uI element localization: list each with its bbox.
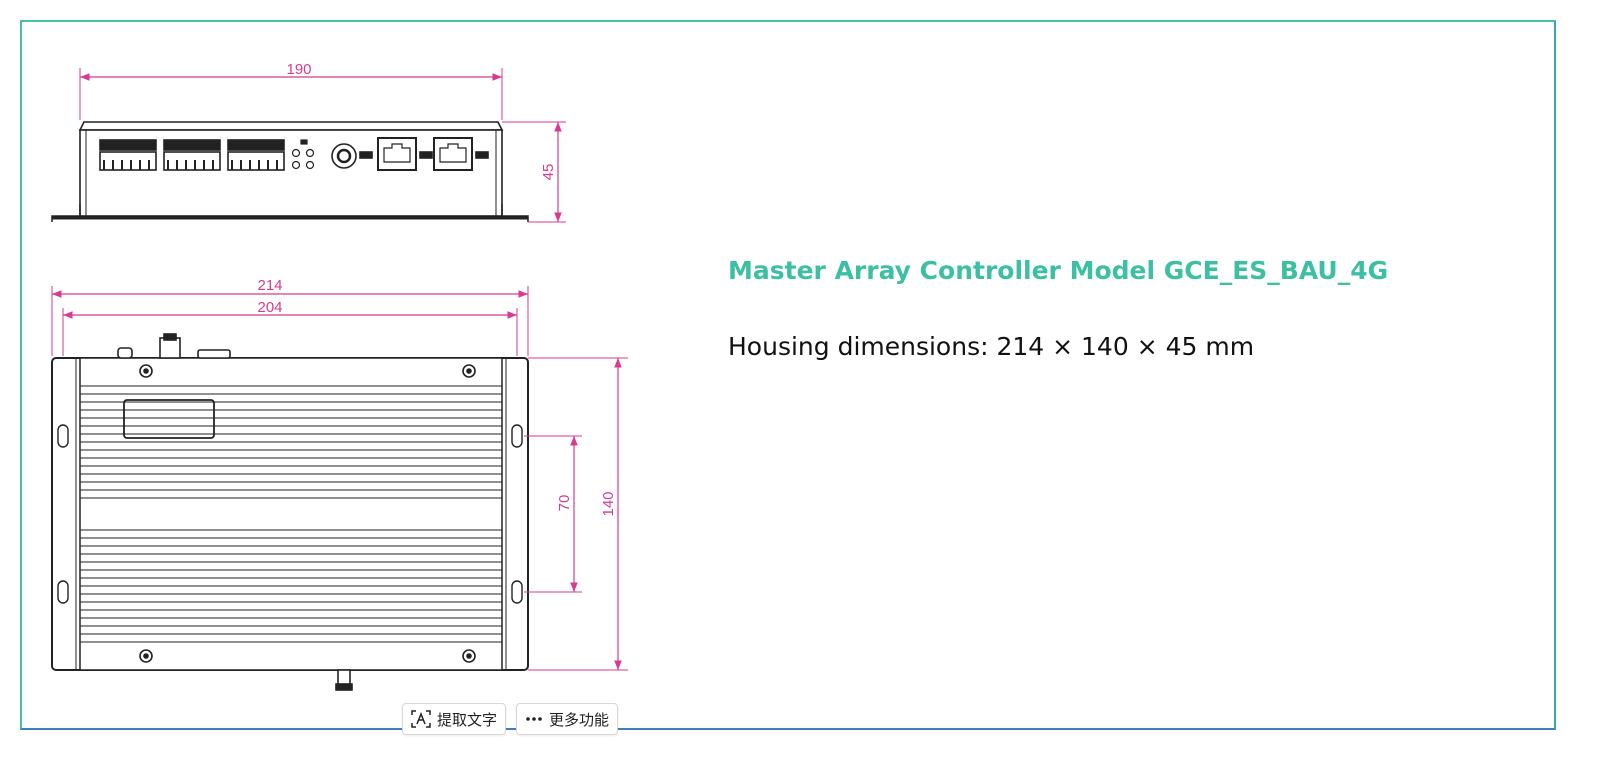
extract-text-label: 提取文字 [437,710,498,729]
cooling-fins [80,385,502,643]
screw-heads [139,364,476,663]
antenna-connector [331,143,373,169]
dimension-height-45: 45 [502,121,566,223]
dimension-label-214: 214 [257,277,282,294]
ethernet-port-1 [377,137,433,171]
mounting-keyholes [57,424,523,604]
dimension-label-190: 190 [286,61,311,78]
ethernet-port-2 [433,137,489,171]
extract-text-button[interactable]: 提取文字 [402,703,507,735]
more-features-button[interactable]: 更多功能 [516,703,619,735]
dimension-label-140: 140 [600,491,617,516]
dimension-width-214: 214 [51,277,529,356]
housing-dimensions-text: Housing dimensions: 214 × 140 × 45 mm [728,332,1255,361]
image-frame [20,20,1556,730]
status-leds [291,139,315,170]
plan-view [51,333,529,691]
image-toolbar: 提取文字 更多功能 [402,703,619,735]
side-view [51,121,529,222]
terminal-block-1 [99,139,157,171]
dimension-width-190: 190 [79,61,503,120]
terminal-block-2 [163,139,221,171]
terminal-block-3 [227,139,285,171]
dimension-height-140: 140 [528,357,628,671]
dimension-label-204: 204 [257,299,282,316]
text-recognition-icon [411,710,431,728]
more-features-label: 更多功能 [549,710,610,729]
dimension-label-45: 45 [540,164,557,181]
dimension-label-70: 70 [556,495,573,512]
dimension-spacing-70: 70 [524,435,582,593]
product-title: Master Array Controller Model GCE_ES_BAU… [728,256,1389,285]
dimension-width-204: 204 [62,299,518,356]
more-dots-icon [525,716,543,722]
